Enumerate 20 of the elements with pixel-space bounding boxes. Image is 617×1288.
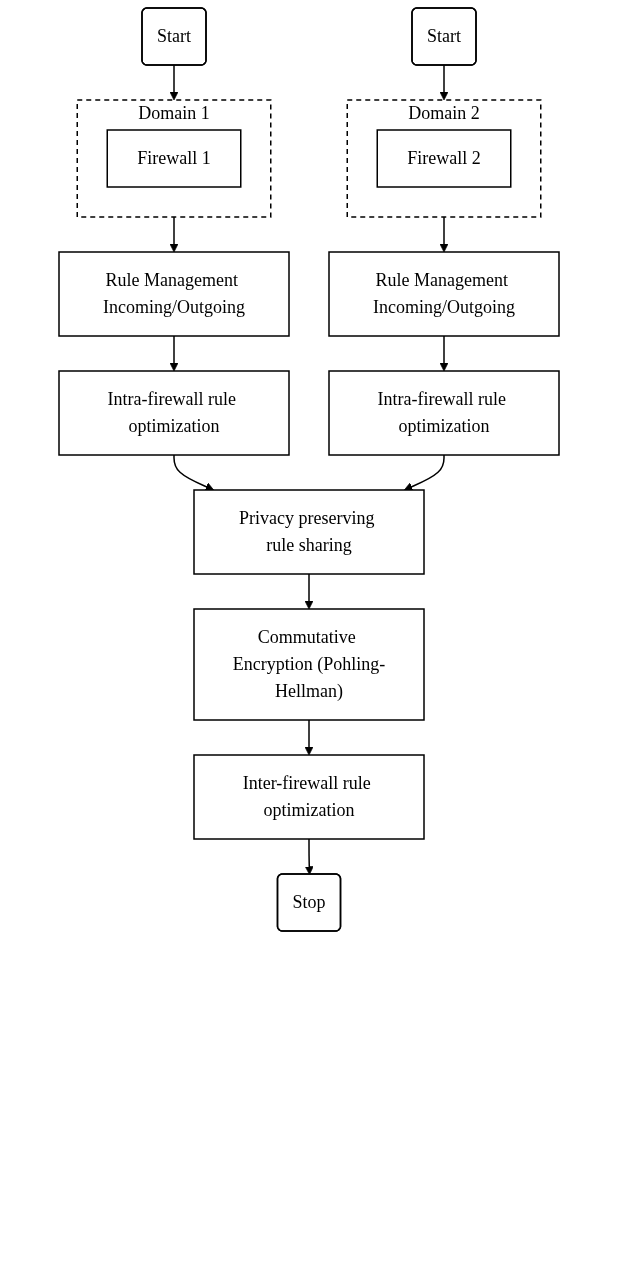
node-box: Commutative Encryption (Pohling-Hellman) [192,608,425,721]
arrow [403,454,445,491]
node-box: Rule Management Incoming/Outgoing [57,251,290,337]
arrow [304,838,314,875]
node-box: Intra-firewall rule optimization [57,370,290,456]
node-box: Rule Management Incoming/Outgoing [327,251,560,337]
arrow [169,335,178,372]
node-box: Firewall 1 [106,129,241,188]
arrow [304,719,313,756]
arrow [439,216,448,253]
arrow [169,64,178,101]
arrow [172,454,214,491]
arrow [439,335,448,372]
node-box: Inter-firewall rule optimization [192,754,425,840]
arrow [439,64,448,101]
node-box: Privacy preserving rule sharing [192,489,425,575]
arrow [169,216,178,253]
node-box: Intra-firewall rule optimization [327,370,560,456]
node-box: Firewall 2 [376,129,511,188]
arrow [304,573,313,610]
